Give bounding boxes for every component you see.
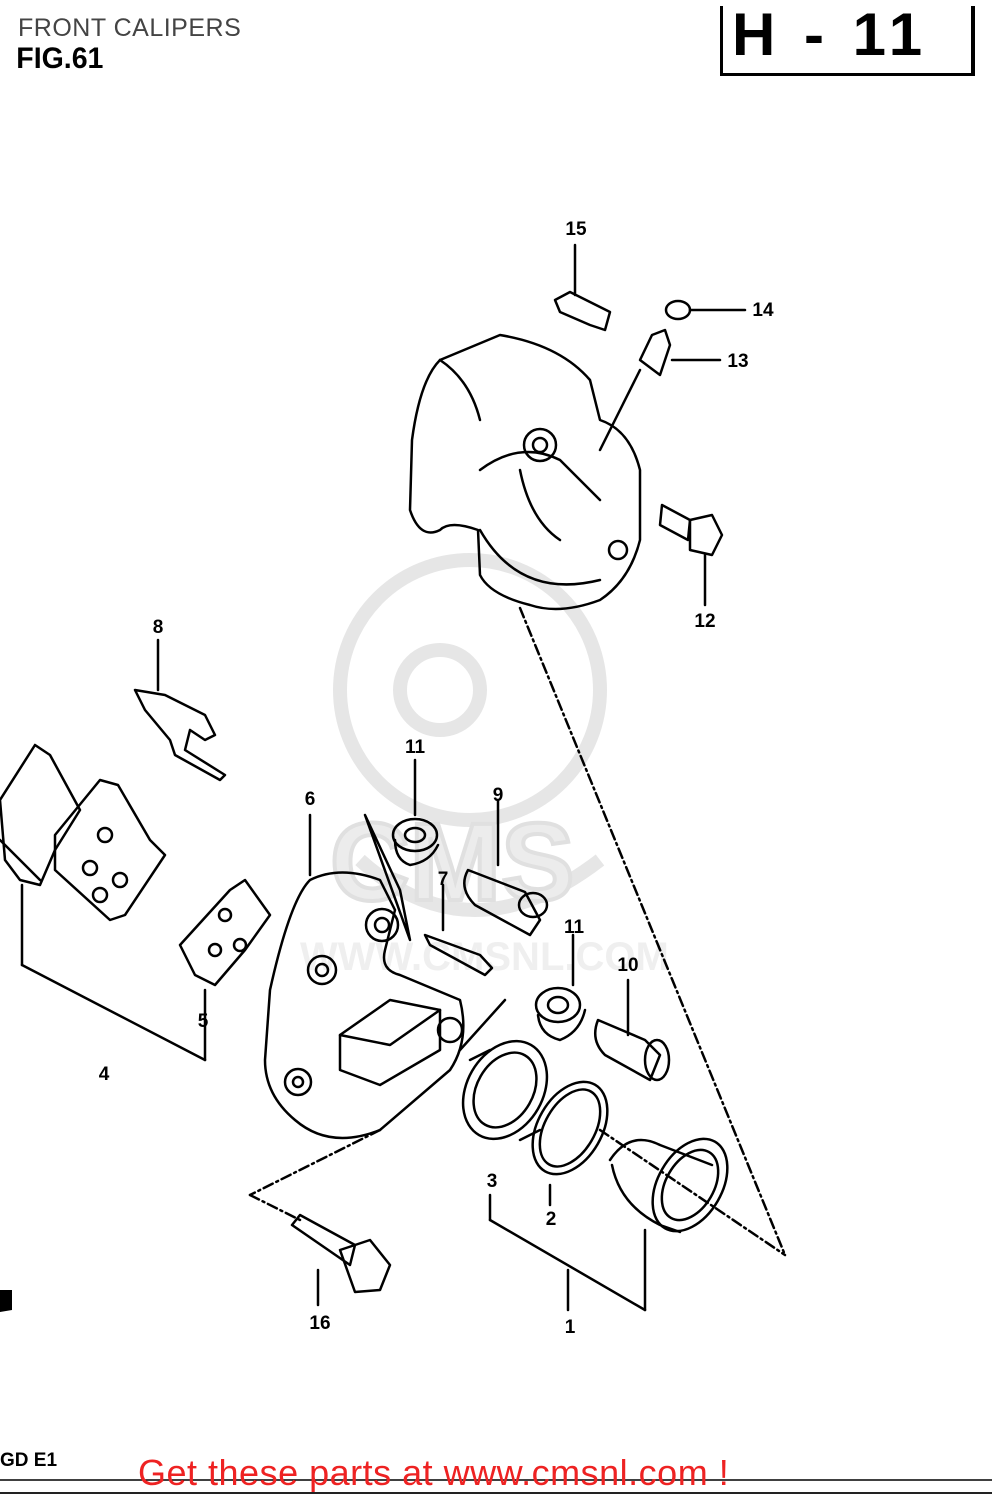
brake-pad-right (53, 778, 167, 922)
watermark-logo: CMS WWW.CMSNL.COM (300, 553, 669, 979)
callout-13: 13 (727, 351, 749, 372)
bottom-rule (0, 1492, 992, 1494)
pin-7 (423, 883, 494, 977)
callout-8: 8 (152, 617, 164, 638)
sleeve-9 (463, 798, 549, 937)
leader-1 (488, 1183, 647, 1312)
get-parts-banner[interactable]: Get these parts at www.cmsnl.com ! (138, 1452, 730, 1493)
callout-4: 4 (98, 1064, 110, 1085)
caliper-body-6 (263, 813, 465, 1140)
callout-3: 3 (486, 1171, 498, 1192)
assembly-lines (248, 606, 787, 1257)
brake-pad-left (0, 743, 82, 887)
callout-11-upper: 11 (404, 737, 426, 758)
callout-2: 2 (545, 1209, 557, 1230)
cap-14 (664, 299, 747, 321)
clip-15 (553, 243, 612, 332)
callout-12: 12 (694, 611, 716, 632)
spring-8 (133, 638, 227, 782)
callout-10: 10 (617, 955, 639, 976)
bushing-11-lower (458, 933, 587, 1052)
figure-number: FIG.61 (16, 42, 104, 75)
model-code: GD E1 (0, 1450, 58, 1471)
callout-9: 9 (492, 785, 504, 806)
piston (608, 1137, 729, 1234)
callout-14: 14 (752, 300, 774, 321)
section-code-box (720, 6, 975, 76)
dust-seal-2 (531, 1080, 609, 1176)
bolt-16 (290, 1213, 392, 1307)
section-code: H - 11 (732, 1, 929, 68)
callout-15: 15 (565, 219, 587, 240)
diagram-title: FRONT CALIPERS (18, 14, 242, 42)
callout-7: 7 (437, 869, 449, 890)
edge-mark (0, 1290, 12, 1312)
callout-1: 1 (564, 1317, 576, 1338)
callout-16: 16 (309, 1313, 331, 1334)
slide-pin-10 (593, 978, 671, 1082)
callout-6: 6 (304, 789, 316, 810)
shim-5 (178, 878, 272, 987)
svg-text:CMS: CMS (330, 801, 574, 924)
bushing-11-upper (363, 758, 440, 942)
leader-4 (20, 883, 207, 1062)
svg-text:WWW.CMSNL.COM: WWW.CMSNL.COM (300, 935, 669, 979)
caliper-bracket-upper (408, 333, 642, 611)
bolt-12 (658, 503, 724, 607)
callout-5: 5 (197, 1011, 209, 1032)
piston-seal-3 (461, 1039, 549, 1142)
callout-11-lower: 11 (563, 917, 585, 938)
bleeder-valve-13 (598, 328, 722, 452)
